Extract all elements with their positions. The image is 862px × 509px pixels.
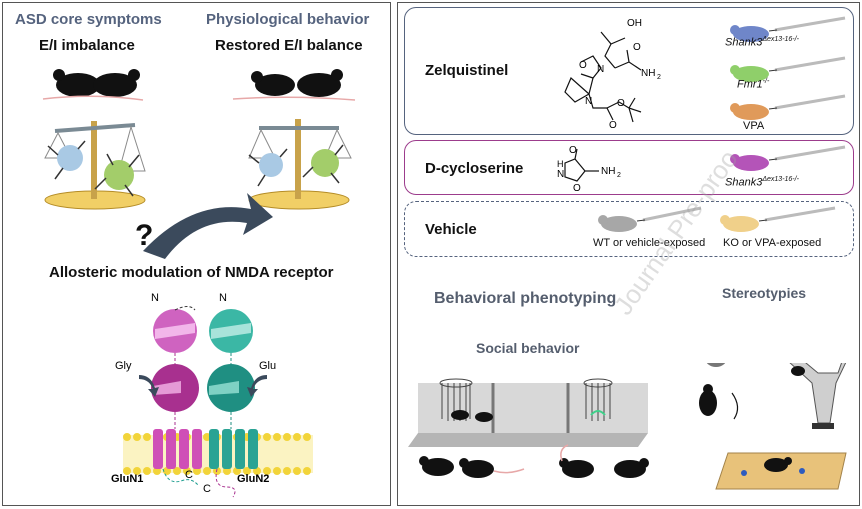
behavior-illustrations (408, 363, 847, 490)
d-cycloserine-mouse-icon (730, 145, 846, 171)
glu-label: Glu (259, 360, 277, 372)
chem-nh2: NH (641, 68, 655, 79)
wt-label: WT or vehicle-exposed (593, 237, 706, 249)
balanced-scale-icon (248, 119, 352, 210)
glun2-label: GluN2 (237, 473, 270, 485)
glun2-c-terminus-label: C (203, 483, 211, 495)
chem-o4: O (617, 98, 625, 109)
left-panel: ASD core symptoms E/I imbalance Physiolo… (2, 2, 391, 506)
chem-o2: O (633, 42, 641, 53)
social-behavior-title: Social behavior (476, 340, 580, 356)
question-mark: ? (135, 219, 154, 252)
zelquistinel-mice-icons (730, 16, 846, 120)
chem-n2: N (585, 96, 592, 107)
vehicle-mice-icons (598, 206, 836, 232)
d-cycloserine-structure-icon: O H N O NH 2 (557, 145, 621, 193)
y-maze-icon (789, 363, 847, 429)
mice-pair-left-icon (42, 69, 144, 101)
curved-arrow-icon (143, 193, 273, 259)
marble-burying-icon (715, 452, 847, 490)
nmda-receptor-diagram (123, 306, 313, 498)
chem-n1: N (597, 64, 604, 75)
glun1-label: GluN1 (111, 473, 144, 485)
glun1-n-terminus-label: N (151, 292, 159, 304)
imbalanced-scale-icon (44, 121, 146, 210)
dcs-nh2: NH (601, 166, 615, 177)
circling-mouse-icon (699, 384, 739, 420)
social-mice-icons (419, 444, 649, 478)
physiological-behavior-title: Physiological behavior (206, 11, 370, 28)
ko-label: KO or VPA-exposed (723, 237, 822, 249)
fmr1-label: Fmr1-/- (737, 78, 770, 91)
grooming-mouse-icon (706, 363, 726, 367)
chem-o1: O (579, 60, 587, 71)
shank3-label-1: Shank3Δex13-16-/- (725, 36, 799, 49)
nmda-caption: Allosteric modulation of NMDA receptor (49, 264, 334, 281)
dcs-o: O (569, 145, 577, 156)
d-cycloserine-label: D-cycloserine (425, 160, 524, 177)
zelquistinel-label: Zelquistinel (425, 62, 509, 79)
left-illustration (42, 69, 356, 498)
asd-core-symptoms-title: ASD core symptoms (15, 11, 162, 28)
dcs-nh2-sub: 2 (617, 172, 621, 179)
shank3-label-2: Shank3Δex13-16-/- (725, 176, 799, 189)
chem-nh2-sub: 2 (657, 74, 661, 81)
vehicle-box: Vehicle WT or vehicle-exposed KO or VPA-… (404, 201, 854, 257)
right-panel: Zelquistinel O N OH O NH 2 N O O (397, 2, 860, 506)
mice-pair-right-icon (232, 69, 356, 101)
three-chamber-apparatus-icon (408, 378, 648, 447)
chem-oh: OH (627, 18, 642, 29)
ei-imbalance-label: E/I imbalance (39, 37, 135, 54)
chem-o3: O (609, 120, 617, 130)
vpa-label: VPA (743, 120, 765, 132)
gly-label: Gly (115, 360, 132, 372)
stereotypies-title: Stereotypies (722, 285, 807, 301)
zelquistinel-structure-icon: O N OH O NH 2 N O O (564, 18, 661, 130)
zelquistinel-box: Zelquistinel O N OH O NH 2 N O O (404, 7, 854, 135)
gly-arrow-icon (139, 375, 159, 397)
dcs-o2: O (573, 183, 581, 193)
d-cycloserine-box: D-cycloserine O H N O NH 2 Shank3Δex13-1… (404, 140, 854, 195)
dcs-h: H (557, 159, 564, 169)
glu-arrow-icon (247, 375, 267, 397)
glun1-c-terminus-label: C (185, 469, 193, 481)
glun2-n-terminus-label: N (219, 292, 227, 304)
dcs-n: N (557, 169, 564, 180)
behavioral-phenotyping-title: Behavioral phenotyping (434, 290, 617, 307)
vehicle-label: Vehicle (425, 221, 477, 238)
restored-ei-balance-label: Restored E/I balance (215, 37, 363, 54)
